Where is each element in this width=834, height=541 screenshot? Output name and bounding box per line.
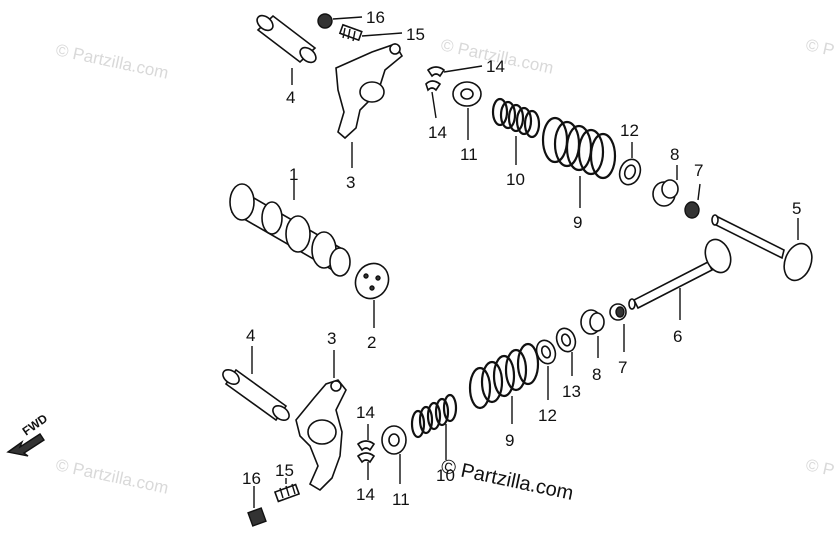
camshaft	[229, 183, 351, 277]
outer-spring-upper	[541, 116, 617, 180]
stem-seal-upper	[652, 179, 679, 207]
adjuster-screw-lower	[273, 483, 301, 503]
adjuster-screw-upper	[338, 23, 363, 42]
callout-10-upper: 10	[506, 170, 525, 189]
callout-3-upper: 3	[346, 173, 355, 192]
callout-3-lower: 3	[327, 329, 336, 348]
watermark-4: © Partzilla.com	[804, 35, 834, 77]
forward-label: FWD	[20, 411, 51, 438]
valve-cotter-lower	[356, 440, 376, 464]
callout-16-upper: 16	[366, 8, 385, 27]
callout-11-lower: 11	[392, 490, 410, 509]
brand-watermark: © Partzilla.com	[439, 455, 575, 505]
rocker-shaft-lower	[222, 368, 290, 422]
rocker-arm-lower	[295, 379, 347, 492]
watermark-1: © Partzilla.com	[54, 40, 170, 82]
spring-seat-lower	[535, 339, 557, 365]
callout-2: 2	[367, 333, 376, 352]
rocker-shaft-upper	[256, 14, 317, 64]
rocker-arm-upper	[335, 43, 404, 140]
callout-8-upper: 8	[670, 145, 679, 164]
callout-6: 6	[673, 327, 682, 346]
callout-14-lower-a: 14	[356, 403, 375, 422]
spring-seat-upper	[618, 158, 642, 186]
callout-14-lower-b: 14	[356, 485, 375, 504]
valve-clip-lower	[609, 303, 627, 321]
callout-12-upper: 12	[620, 121, 639, 140]
callout-7-lower: 7	[618, 358, 627, 377]
valve-cotter-upper	[425, 66, 446, 92]
callout-15-upper: 15	[406, 25, 425, 44]
cam-plate	[354, 262, 390, 300]
callout-1: 1	[289, 165, 298, 184]
forward-arrow-icon	[6, 433, 45, 457]
inner-spring-upper	[491, 97, 541, 139]
callout-10-lower: 10	[436, 466, 455, 485]
callout-13: 13	[562, 382, 581, 401]
spring-retainer-upper	[452, 81, 482, 107]
watermark-5: © Partzilla.com	[804, 455, 834, 497]
watermark-3: © Partzilla.com	[54, 455, 170, 497]
outer-spring-lower	[468, 342, 540, 410]
callout-9-upper: 9	[573, 213, 582, 232]
inner-spring-lower	[410, 393, 458, 439]
callout-15-lower: 15	[275, 461, 294, 480]
callout-4-lower: 4	[246, 326, 255, 345]
spring-retainer-lower	[381, 425, 407, 455]
callout-9-lower: 9	[505, 431, 514, 450]
seat-washer-lower	[555, 327, 577, 353]
adjuster-nut-upper	[317, 13, 333, 29]
valve-clip-upper	[684, 201, 700, 219]
exhaust-valve	[628, 238, 732, 310]
callout-8-lower: 8	[592, 365, 601, 384]
intake-valve	[711, 214, 813, 282]
callout-5: 5	[792, 199, 801, 218]
callout-14-upper-b: 14	[428, 123, 447, 142]
callout-16-lower: 16	[242, 469, 261, 488]
adjuster-nut-lower	[247, 507, 267, 527]
callout-4-upper: 4	[286, 88, 295, 107]
callout-11-upper: 11	[460, 145, 478, 164]
stem-seal-lower	[580, 309, 605, 335]
callout-7-upper: 7	[694, 161, 703, 180]
callout-14-upper-a: 14	[486, 57, 505, 76]
callout-12-lower: 12	[538, 406, 557, 425]
